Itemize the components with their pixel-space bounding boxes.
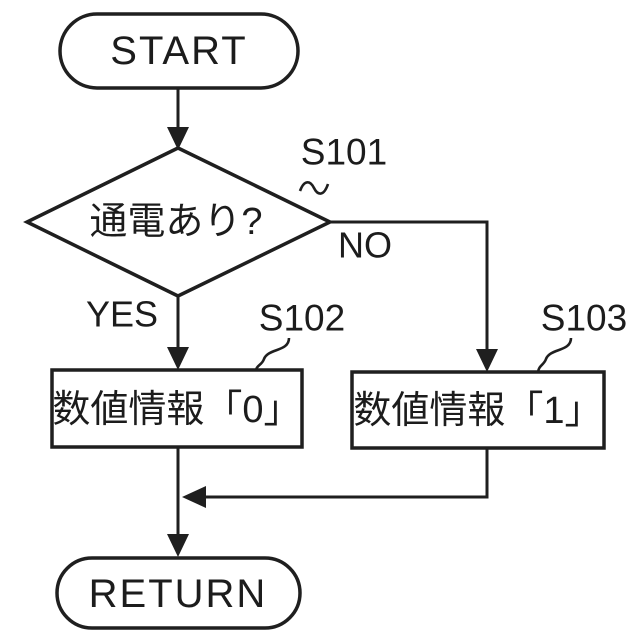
yes-label: YES [86,294,158,335]
node-process-zero: 数値情報「0」 [50,368,304,449]
start-label: START [110,29,247,73]
arrowhead-down-icon [167,534,189,557]
edge-start-to-decision [167,88,189,150]
edge-yes-branch: YES [86,294,189,370]
s101-tilde-icon [298,181,330,195]
s101-label: S101 [301,132,387,173]
step-ref-s102: S102 [254,298,345,371]
edge-merge-from-process-one [182,448,489,508]
s103-leader-line [536,337,573,373]
arrowhead-left-icon [182,486,206,508]
node-decision: 通電あり? [23,146,334,298]
decision-label: 通電あり? [89,201,262,243]
arrowhead-down-icon [167,127,189,150]
node-return: RETURN [55,556,302,630]
arrowhead-down-icon [476,349,498,372]
node-process-one: 数値情報「1」 [350,370,606,450]
step-ref-s103: S103 [536,298,627,373]
s102-label: S102 [259,298,345,339]
edge-no-branch: NO [331,220,498,372]
edge-to-return [167,447,189,557]
no-label: NO [338,225,392,266]
s103-label: S103 [541,298,627,339]
node-start: START [58,12,300,90]
arrowhead-down-icon [167,347,189,370]
return-label: RETURN [89,572,268,616]
s102-leader-line [254,337,291,371]
process-zero-label: 数値情報「0」 [52,389,301,431]
process-one-label: 数値情報「1」 [353,390,602,432]
step-ref-s101: S101 [298,132,387,195]
